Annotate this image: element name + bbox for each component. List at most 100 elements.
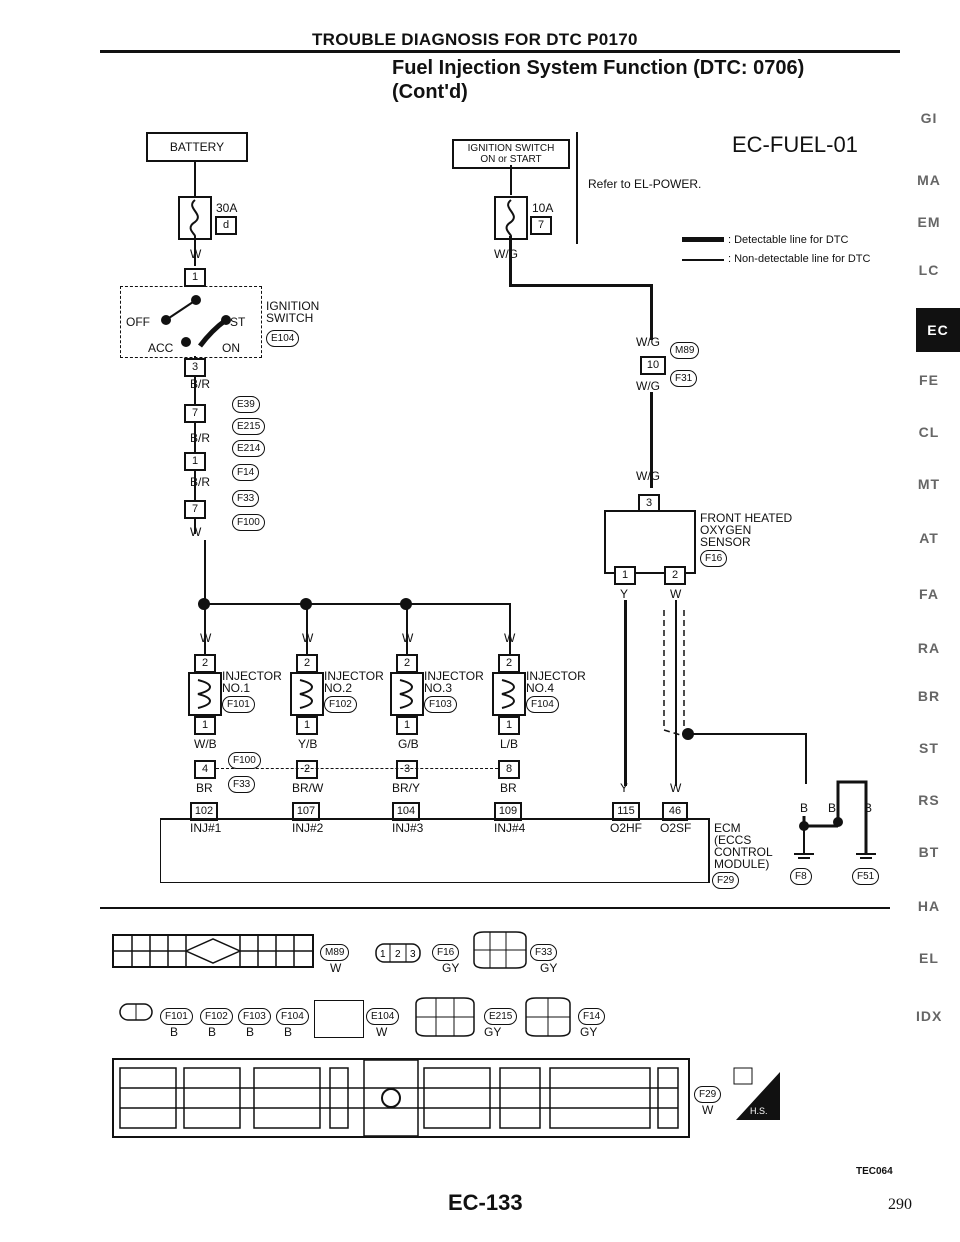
inj3-no: NO.3 bbox=[424, 681, 453, 695]
ecm-label-4: MODULE) bbox=[714, 857, 770, 871]
side-index-fe[interactable]: FE bbox=[919, 372, 939, 388]
wire-br-2: B/R bbox=[190, 431, 211, 445]
coil-icon bbox=[501, 679, 515, 709]
o2sf-pin: 46 bbox=[662, 802, 688, 821]
pin-1a: 1 bbox=[184, 452, 206, 471]
sensor-label-3: SENSOR bbox=[700, 535, 751, 549]
page-number: 290 bbox=[888, 1196, 912, 1213]
injector-bus-end bbox=[509, 603, 511, 623]
inj3-mid-pin: 3 bbox=[396, 760, 418, 779]
side-index-ha[interactable]: HA bbox=[917, 898, 941, 914]
ign-right-wire-2 bbox=[509, 236, 512, 286]
conn-f29-color: W bbox=[702, 1103, 714, 1117]
inj4-ecm-label: INJ#4 bbox=[494, 821, 526, 835]
inj4-no: NO.4 bbox=[526, 681, 555, 695]
injector-3-coil bbox=[390, 672, 424, 716]
wire-br-3: B/R bbox=[190, 475, 211, 489]
right-pin-10: 10 bbox=[640, 356, 666, 375]
inj2-ecm-pin: 107 bbox=[292, 802, 320, 821]
conn-face-f33: F33 bbox=[530, 944, 558, 961]
conn-e214: E214 bbox=[232, 440, 266, 457]
ecm-connector-grid-icon bbox=[119, 1059, 679, 1137]
side-index-at[interactable]: AT bbox=[919, 530, 939, 546]
side-index-ec[interactable]: EC bbox=[916, 308, 960, 352]
conn-f33: F33 bbox=[232, 490, 260, 507]
conn-f33-mid: F33 bbox=[228, 776, 256, 793]
sensor-label-1: FRONT HEATED bbox=[700, 511, 793, 525]
wire-w-2: W bbox=[190, 525, 202, 539]
injector-1-coil bbox=[188, 672, 222, 716]
figure-code: TEC064 bbox=[856, 1166, 893, 1177]
legend-thin-line bbox=[682, 259, 724, 261]
ground-b1-label: B bbox=[800, 801, 809, 815]
conn-f102-color: B bbox=[208, 1025, 217, 1039]
section-title: Fuel Injection System Function (DTC: 070… bbox=[392, 57, 805, 79]
conn-face-f103: F103 bbox=[238, 1008, 271, 1025]
side-index-bt[interactable]: BT bbox=[918, 844, 940, 860]
o2hf-wire bbox=[624, 600, 627, 786]
o2hf-label: O2HF bbox=[610, 821, 643, 835]
side-index-ra[interactable]: RA bbox=[917, 640, 941, 656]
conn-f16: F16 bbox=[700, 550, 728, 567]
fuse-icon bbox=[189, 199, 199, 237]
side-index-mt[interactable]: MT bbox=[917, 476, 941, 492]
conn-face-f14: F14 bbox=[578, 1008, 606, 1025]
inj1-mid-pin: 4 bbox=[194, 760, 216, 779]
conn-f51: F51 bbox=[852, 868, 880, 885]
shield-junction-dot bbox=[682, 728, 694, 740]
conn-f14-color: GY bbox=[580, 1025, 598, 1039]
side-index-idx[interactable]: IDX bbox=[916, 1008, 943, 1024]
inj2-mid-pin: 2 bbox=[296, 760, 318, 779]
ecm-label-2: (ECCS bbox=[714, 833, 752, 847]
side-index-el[interactable]: EL bbox=[919, 950, 939, 966]
battery-wire bbox=[194, 160, 196, 196]
side-index-gi[interactable]: GI bbox=[920, 110, 938, 126]
wire-wg-4: W/G bbox=[636, 469, 660, 483]
inj2-wire-out: Y/B bbox=[298, 737, 318, 751]
sensor-label-2: OXYGEN bbox=[700, 523, 752, 537]
ign-pin-3: 3 bbox=[184, 358, 206, 377]
side-index-st[interactable]: ST bbox=[919, 740, 939, 756]
ground-b2-label: B bbox=[828, 801, 837, 815]
o2sf-label: O2SF bbox=[660, 821, 692, 835]
conn-f104: F104 bbox=[526, 696, 559, 713]
connector-face-3pin-icon: 1 2 3 bbox=[375, 943, 421, 963]
connector-face-e104-body bbox=[314, 1000, 364, 1038]
connector-face-2pin-icon bbox=[119, 1003, 153, 1021]
ecm-box-top bbox=[160, 818, 708, 820]
side-index-br[interactable]: BR bbox=[917, 688, 941, 704]
inj1-wire-w: W bbox=[200, 631, 212, 645]
connector-face-m89 bbox=[112, 934, 314, 968]
side-index-rs[interactable]: RS bbox=[918, 792, 940, 808]
conn-face-e215: E215 bbox=[484, 1008, 518, 1025]
sw-st-label: ST bbox=[230, 315, 246, 329]
inj2-wire-w: W bbox=[302, 631, 314, 645]
side-index-ma[interactable]: MA bbox=[917, 172, 941, 188]
inj4-wire-top bbox=[509, 622, 511, 654]
side-index-em[interactable]: EM bbox=[917, 214, 941, 230]
ground-icon bbox=[794, 780, 876, 859]
page-header-title: TROUBLE DIAGNOSIS FOR DTC P0170 bbox=[312, 30, 638, 49]
conn-f100: F100 bbox=[232, 514, 265, 531]
side-index-cl[interactable]: CL bbox=[918, 424, 940, 440]
wire-wg-3: W/G bbox=[636, 379, 660, 393]
conn-face-f101: F101 bbox=[160, 1008, 193, 1025]
inj3-name: INJECTOR bbox=[424, 669, 484, 683]
fuse-30a bbox=[178, 196, 212, 240]
right-chain-wire bbox=[650, 284, 653, 340]
inj4-pin-1: 1 bbox=[498, 716, 520, 735]
coil-icon bbox=[399, 679, 413, 709]
refer-bracket bbox=[576, 132, 578, 244]
side-index-fa[interactable]: FA bbox=[919, 586, 939, 602]
inj4-name: INJECTOR bbox=[526, 669, 586, 683]
inj2-pin-1: 1 bbox=[296, 716, 318, 735]
conn-f103-color: B bbox=[246, 1025, 255, 1039]
conn-f103: F103 bbox=[424, 696, 457, 713]
fuse-left-amp: 30A bbox=[216, 201, 238, 215]
ignition-switch-icon bbox=[161, 295, 231, 348]
side-index-lc[interactable]: LC bbox=[918, 262, 940, 278]
shield-dashed-icon bbox=[663, 610, 685, 737]
o2sf-wire bbox=[675, 600, 677, 786]
conn-f104-color: B bbox=[284, 1025, 293, 1039]
inj1-wire-top bbox=[204, 604, 206, 654]
